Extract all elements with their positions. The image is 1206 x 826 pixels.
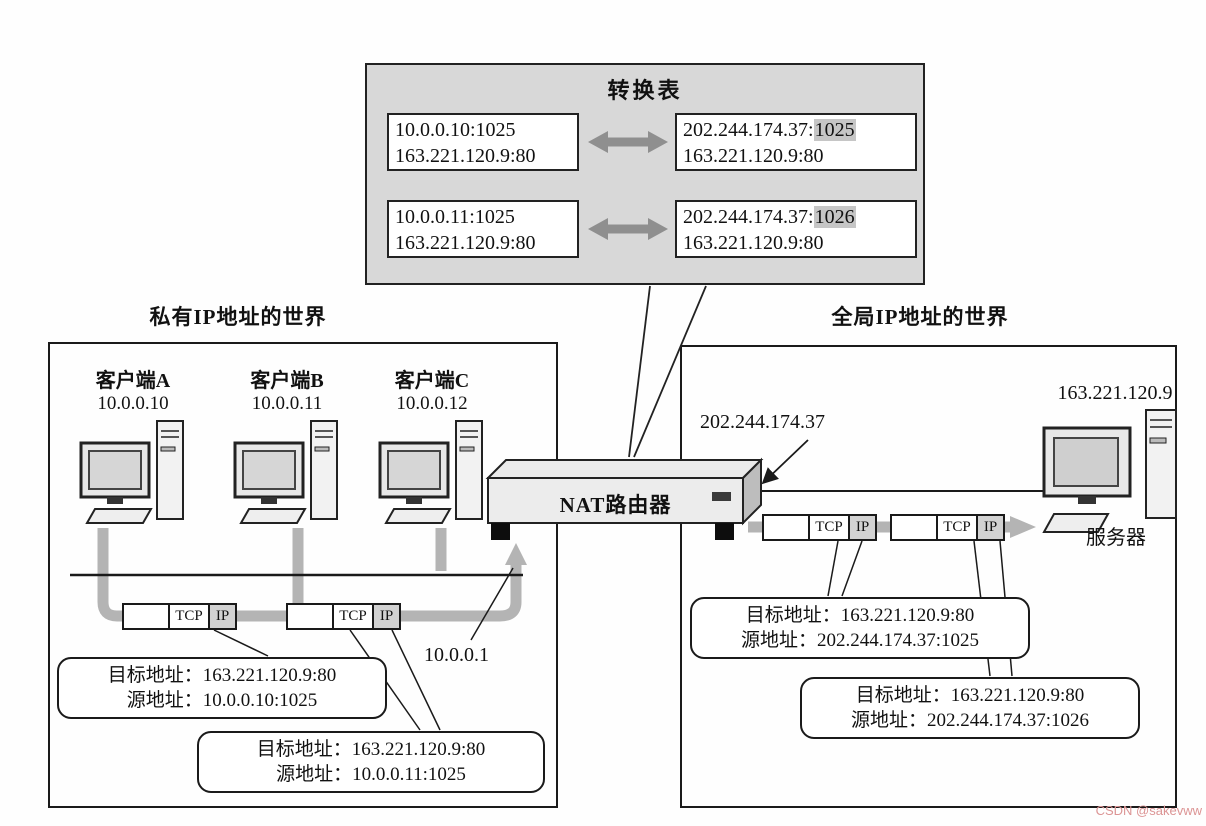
client-ip: 10.0.0.11 — [251, 393, 323, 414]
private-network-box — [48, 342, 558, 808]
callout-src-address: 源地址：10.0.0.11:1025 — [276, 764, 466, 785]
nat-global-ip-label: 202.244.174.37 — [700, 411, 825, 433]
translated-port: 1025 — [813, 119, 856, 141]
global-addr: 202.244.174.37: — [683, 206, 814, 228]
desktop-computer-icon — [233, 420, 338, 524]
client-name: 客户端B — [250, 370, 324, 392]
callout-global-a: 目标地址：163.221.120.9:80 源地址：202.244.174.37… — [690, 597, 1030, 659]
desktop-computer-icon — [378, 420, 483, 524]
callout-global-b: 目标地址：163.221.120.9:80 源地址：202.244.174.37… — [800, 677, 1140, 739]
bidirectional-arrow-icon — [588, 131, 668, 153]
packet-payload — [892, 516, 936, 539]
translated-port: 1026 — [813, 206, 856, 228]
client-b: 客户端B 10.0.0.11 — [222, 364, 352, 539]
packet-payload — [288, 605, 332, 628]
entry-line: 202.244.174.37:1025 — [683, 117, 909, 143]
packet-payload — [764, 516, 808, 539]
global-world-title: 全局IP地址的世界 — [831, 305, 1009, 329]
table-entry-global-2: 202.244.174.37:1026 163.221.120.9:80 — [675, 200, 917, 258]
client-a: 客户端A 10.0.0.10 — [68, 364, 198, 539]
entry-line: 10.0.0.11:1025 — [395, 206, 515, 228]
client-ip: 10.0.0.12 — [396, 393, 468, 414]
bidirectional-arrow-icon — [588, 218, 668, 240]
server-role-label: 服务器 — [1086, 527, 1146, 549]
packet-ip-label: IP — [208, 605, 235, 628]
table-entry-global-1: 202.244.174.37:1025 163.221.120.9:80 — [675, 113, 917, 171]
packet-tcp-label: TCP — [808, 516, 848, 539]
packet-payload — [124, 605, 168, 628]
global-addr: 202.244.174.37: — [683, 119, 814, 141]
entry-line: 163.221.120.9:80 — [683, 232, 824, 254]
callout-src-address: 源地址：202.244.174.37:1026 — [850, 710, 1090, 731]
packet-ip-label: IP — [976, 516, 1003, 539]
callout-src-address: 源地址：202.244.174.37:1025 — [740, 630, 980, 651]
callout-dest-address: 目标地址：163.221.120.9:80 — [855, 685, 1085, 706]
callout-src-address: 源地址：10.0.0.10:1025 — [126, 690, 318, 711]
packet-private-b: TCP IP — [286, 603, 401, 630]
server-computer-icon — [1042, 409, 1177, 533]
callout-private-b: 目标地址：163.221.120.9:80 源地址：10.0.0.11:1025 — [197, 731, 545, 793]
packet-ip-label: IP — [372, 605, 399, 628]
packet-ip-label: IP — [848, 516, 875, 539]
translation-table: 转换表 10.0.0.10:1025 163.221.120.9:80 202.… — [365, 63, 925, 285]
entry-line: 10.0.0.10:1025 — [395, 119, 516, 141]
server-ip-label: 163.221.120.9 — [1057, 382, 1173, 404]
client-name: 客户端A — [95, 370, 171, 392]
nat-router-label: NAT路由器 — [559, 493, 672, 517]
callout-dest-address: 目标地址：163.221.120.9:80 — [745, 605, 975, 626]
client-c: 客户端C 10.0.0.12 — [367, 364, 497, 539]
client-name: 客户端C — [394, 370, 470, 392]
entry-line: 202.244.174.37:1026 — [683, 204, 909, 230]
callout-dest-address: 目标地址：163.221.120.9:80 — [256, 739, 486, 760]
global-network-box — [680, 345, 1177, 808]
entry-line: 163.221.120.9:80 — [395, 145, 536, 167]
table-entry-private-1: 10.0.0.10:1025 163.221.120.9:80 — [387, 113, 579, 171]
private-world-title: 私有IP地址的世界 — [149, 305, 327, 329]
packet-tcp-label: TCP — [168, 605, 208, 628]
packet-private-a: TCP IP — [122, 603, 237, 630]
gateway-ip-label: 10.0.0.1 — [424, 644, 489, 666]
packet-global-a: TCP IP — [762, 514, 877, 541]
packet-tcp-label: TCP — [936, 516, 976, 539]
client-ip: 10.0.0.10 — [97, 393, 169, 414]
callout-private-a: 目标地址：163.221.120.9:80 源地址：10.0.0.10:1025 — [57, 657, 387, 719]
translation-table-title: 转换表 — [607, 78, 683, 103]
table-entry-private-2: 10.0.0.11:1025 163.221.120.9:80 — [387, 200, 579, 258]
callout-dest-address: 目标地址：163.221.120.9:80 — [107, 665, 337, 686]
packet-global-b: TCP IP — [890, 514, 1005, 541]
entry-line: 163.221.120.9:80 — [395, 232, 536, 254]
table-pointer-left-line — [628, 285, 651, 458]
desktop-computer-icon — [79, 420, 184, 524]
entry-line: 163.221.120.9:80 — [683, 145, 824, 167]
packet-tcp-label: TCP — [332, 605, 372, 628]
watermark: CSDN @sakevww — [1095, 803, 1202, 818]
